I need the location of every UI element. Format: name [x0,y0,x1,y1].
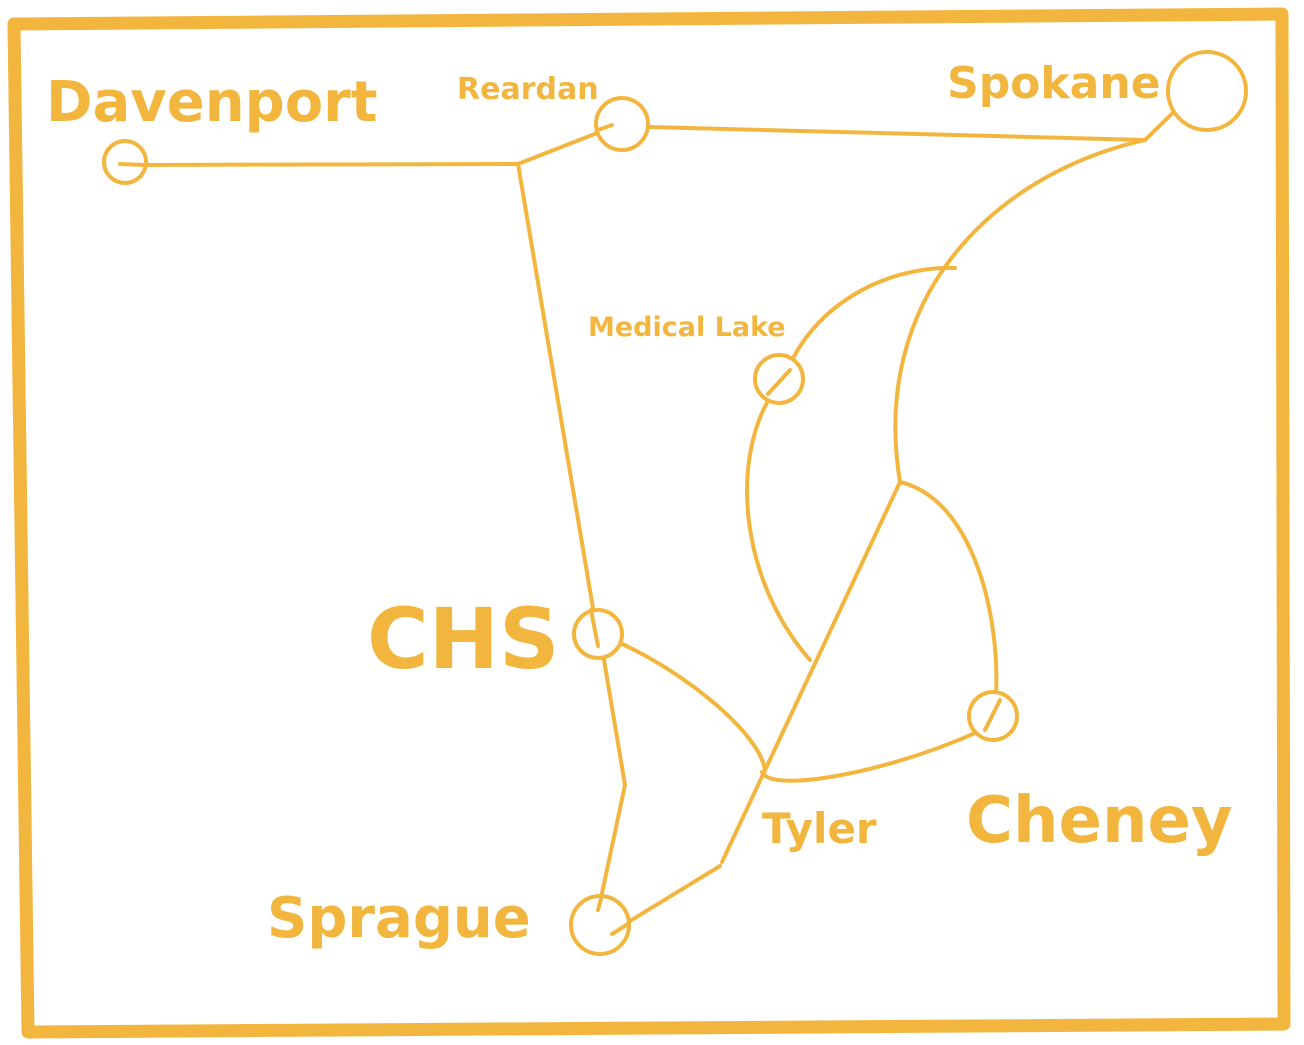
map-frame [7,7,1291,1039]
tick-chs [589,608,600,648]
station-davenport[interactable] [102,139,148,185]
route-cheney-curve [898,480,999,696]
route-tyler-cheney [760,724,992,783]
place-labels: Davenport Reardan Spokane Medical Lake C… [46,58,1233,951]
station-spokane[interactable] [1166,50,1248,132]
station-reardan[interactable] [594,96,650,152]
route-lines [126,99,1187,934]
route-chs-sprague [596,646,627,914]
label-medical-lake: Medical Lake [588,312,786,343]
tick-sprague [596,893,630,936]
route-medical-lake-upper [784,265,957,376]
route-medical-lake-lower [745,392,812,662]
label-tyler: Tyler [762,804,877,853]
label-chs: CHS [367,590,559,688]
route-reardan-spokane [648,125,1147,142]
station-medical-lake[interactable] [753,353,805,405]
label-reardan: Reardan [457,72,599,107]
station-chs[interactable] [572,608,624,660]
label-cheney: Cheney [966,784,1233,858]
label-sprague: Sprague [267,886,531,951]
tick-cheney [983,698,1002,732]
route-davenport-junction [126,162,520,167]
route-junction-reardan [516,126,612,166]
tick-davenport [118,162,147,167]
route-tyler-north [720,480,902,864]
route-chs-tyler [618,641,767,772]
tick-reardan [596,123,614,132]
route-junction-chs [516,162,597,622]
route-spokane-curve [893,138,1147,484]
tick-medical-lake [766,368,792,396]
node-ticks [118,123,1002,936]
label-spokane: Spokane [947,58,1161,109]
label-davenport: Davenport [46,70,378,135]
